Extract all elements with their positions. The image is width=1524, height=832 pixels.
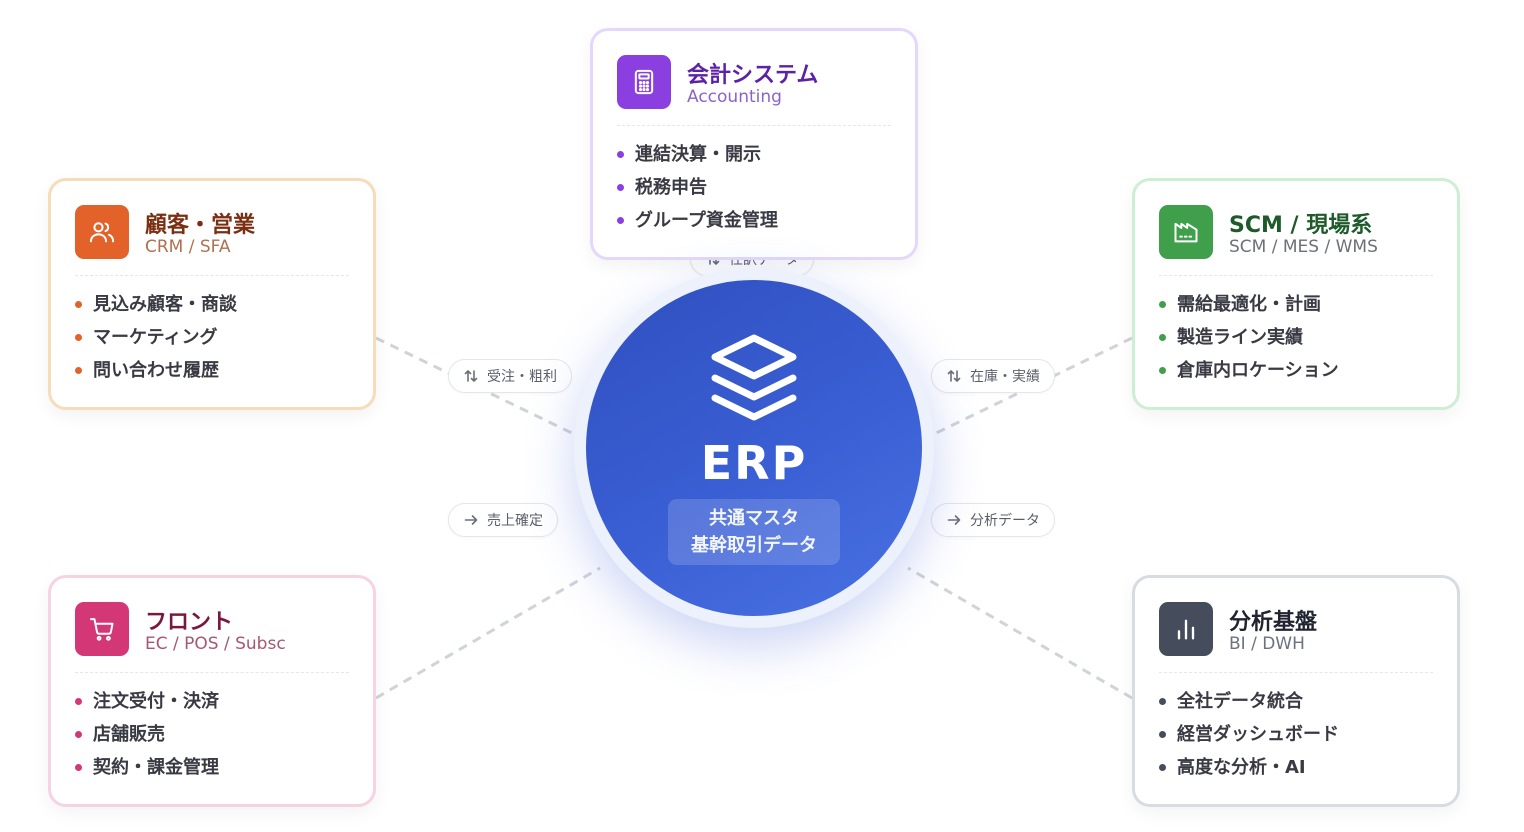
card-subtitle: Accounting	[687, 87, 782, 107]
flow-label-analytics: 分析データ	[931, 503, 1055, 537]
users-icon	[89, 222, 115, 243]
card-title: SCM / 現場系	[1229, 213, 1373, 238]
feature-list: 注文受付・決済 店舗販売 契約・課金管理	[75, 685, 219, 784]
flow-label-crm: 受注・粗利	[448, 359, 572, 393]
layers-icon	[711, 334, 797, 421]
card-subtitle: CRM / SFA	[145, 237, 231, 257]
connector-front	[375, 566, 601, 700]
erp-hub: ERP 共通マスタ 基幹取引データ	[586, 280, 922, 616]
card-title: フロント	[145, 610, 234, 635]
bar-chart-icon	[1177, 619, 1195, 640]
card-header: フロント EC / POS / Subsc	[75, 602, 349, 673]
flow-label-text: 在庫・実績	[970, 369, 1040, 385]
card-title: 分析基盤	[1229, 610, 1318, 635]
list-item: 店舗販売	[75, 718, 219, 751]
list-item: 高度な分析・AI	[1159, 751, 1339, 784]
icon-box	[1159, 205, 1213, 259]
list-item: 税務申告	[617, 171, 778, 204]
hub-desc-line: 共通マスタ	[709, 508, 799, 529]
list-item: 全社データ統合	[1159, 685, 1339, 718]
module-card-analytics: 分析基盤 BI / DWH 全社データ統合 経営ダッシュボード 高度な分析・AI	[1132, 575, 1460, 807]
arrow-right-icon	[947, 515, 961, 525]
feature-list: 連結決算・開示 税務申告 グループ資金管理	[617, 138, 778, 237]
card-title: 顧客・営業	[145, 213, 256, 238]
card-subtitle: BI / DWH	[1229, 634, 1305, 654]
list-item: 問い合わせ履歴	[75, 354, 237, 387]
list-item: 製造ライン実績	[1159, 321, 1339, 354]
hub-title: ERP	[700, 436, 808, 490]
connector-analytics	[907, 566, 1133, 700]
list-item: 見込み顧客・商談	[75, 288, 237, 321]
icon-box	[617, 55, 671, 109]
flow-label-text: 売上確定	[487, 513, 543, 529]
card-subtitle: EC / POS / Subsc	[145, 634, 286, 654]
card-header: 分析基盤 BI / DWH	[1159, 602, 1433, 673]
list-item: 経営ダッシュボード	[1159, 718, 1339, 751]
card-subtitle: SCM / MES / WMS	[1229, 237, 1378, 257]
card-header: 会計システム Accounting	[617, 55, 891, 126]
icon-box	[75, 602, 129, 656]
swap-vertical-icon	[464, 370, 478, 382]
list-item: 倉庫内ロケーション	[1159, 354, 1339, 387]
factory-icon	[1174, 222, 1198, 243]
list-item: 契約・課金管理	[75, 751, 219, 784]
calculator-icon	[634, 69, 654, 95]
flow-label-front: 売上確定	[448, 503, 558, 537]
cart-icon	[89, 618, 114, 641]
list-item: グループ資金管理	[617, 204, 778, 237]
icon-box	[75, 205, 129, 259]
feature-list: 需給最適化・計画 製造ライン実績 倉庫内ロケーション	[1159, 288, 1339, 387]
flow-label-scm: 在庫・実績	[931, 359, 1055, 393]
module-card-accounting: 会計システム Accounting 連結決算・開示 税務申告 グループ資金管理	[590, 28, 918, 260]
flow-label-text: 分析データ	[970, 513, 1040, 529]
list-item: 需給最適化・計画	[1159, 288, 1339, 321]
card-header: SCM / 現場系 SCM / MES / WMS	[1159, 205, 1433, 276]
card-header: 顧客・営業 CRM / SFA	[75, 205, 349, 276]
card-title: 会計システム	[687, 63, 819, 88]
arrow-right-icon	[464, 515, 478, 525]
icon-box	[1159, 602, 1213, 656]
feature-list: 全社データ統合 経営ダッシュボード 高度な分析・AI	[1159, 685, 1339, 784]
module-card-crm: 顧客・営業 CRM / SFA 見込み顧客・商談 マーケティング 問い合わせ履歴	[48, 178, 376, 410]
list-item: 注文受付・決済	[75, 685, 219, 718]
swap-vertical-icon	[947, 370, 961, 382]
feature-list: 見込み顧客・商談 マーケティング 問い合わせ履歴	[75, 288, 237, 387]
module-card-scm: SCM / 現場系 SCM / MES / WMS 需給最適化・計画 製造ライン…	[1132, 178, 1460, 410]
hub-desc-line: 基幹取引データ	[691, 535, 817, 556]
module-card-front: フロント EC / POS / Subsc 注文受付・決済 店舗販売 契約・課金…	[48, 575, 376, 807]
flow-label-text: 受注・粗利	[487, 369, 557, 385]
list-item: マーケティング	[75, 321, 237, 354]
hub-description: 共通マスタ 基幹取引データ	[668, 499, 840, 565]
list-item: 連結決算・開示	[617, 138, 778, 171]
